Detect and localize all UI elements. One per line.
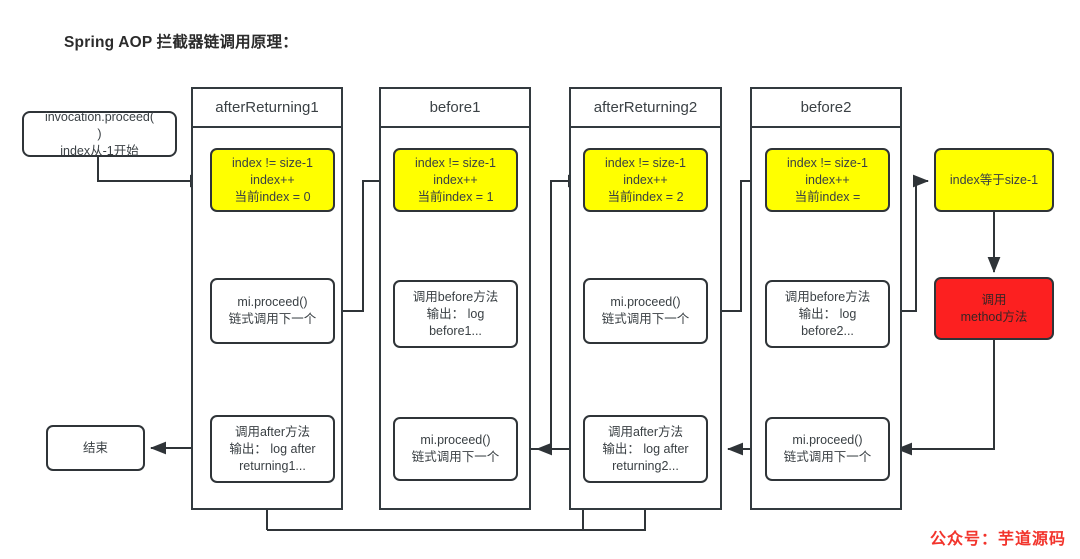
- node-before2-condition[interactable]: index != size-1 index++ 当前index =: [765, 148, 890, 212]
- lane-header-afterreturning1: afterReturning1: [193, 89, 341, 128]
- node-before2-proceed[interactable]: mi.proceed() 链式调用下一个: [765, 417, 890, 481]
- node-afterreturning1-condition[interactable]: index != size-1 index++ 当前index = 0: [210, 148, 335, 212]
- node-before1-proceed[interactable]: mi.proceed() 链式调用下一个: [393, 417, 518, 481]
- lane-header-before1: before1: [381, 89, 529, 128]
- node-afterreturning2-condition[interactable]: index != size-1 index++ 当前index = 2: [583, 148, 708, 212]
- watermark: 公众号：芋道源码: [929, 531, 1066, 548]
- node-afterreturning1-proceed[interactable]: mi.proceed() 链式调用下一个: [210, 278, 335, 344]
- node-entry-invocation-proceed[interactable]: invocation.proceed( ) index从-1开始: [22, 110, 177, 158]
- lane-header-before2: before2: [752, 89, 900, 128]
- lane-header-afterreturning2: afterReturning2: [571, 89, 720, 128]
- page-title: Spring AOP 拦截器链调用原理：: [64, 34, 298, 51]
- lane-title: before2: [800, 99, 852, 116]
- node-afterreturning1-after-advice[interactable]: 调用after方法 输出： log after returning1...: [210, 415, 335, 483]
- lane-title: afterReturning2: [593, 99, 698, 116]
- node-end[interactable]: 结束: [46, 425, 145, 471]
- node-invoke-target-method[interactable]: 调用 method方法: [934, 277, 1054, 340]
- node-before2-advice[interactable]: 调用before方法 输出： log before2...: [765, 280, 890, 348]
- node-final-condition[interactable]: index等于size-1: [934, 148, 1054, 212]
- node-afterreturning2-proceed[interactable]: mi.proceed() 链式调用下一个: [583, 278, 708, 344]
- lane-title: before1: [429, 99, 481, 116]
- lane-title: afterReturning1: [215, 99, 319, 116]
- node-before1-condition[interactable]: index != size-1 index++ 当前index = 1: [393, 148, 518, 212]
- node-afterreturning2-after-advice[interactable]: 调用after方法 输出： log after returning2...: [583, 415, 708, 483]
- node-before1-advice[interactable]: 调用before方法 输出： log before1...: [393, 280, 518, 348]
